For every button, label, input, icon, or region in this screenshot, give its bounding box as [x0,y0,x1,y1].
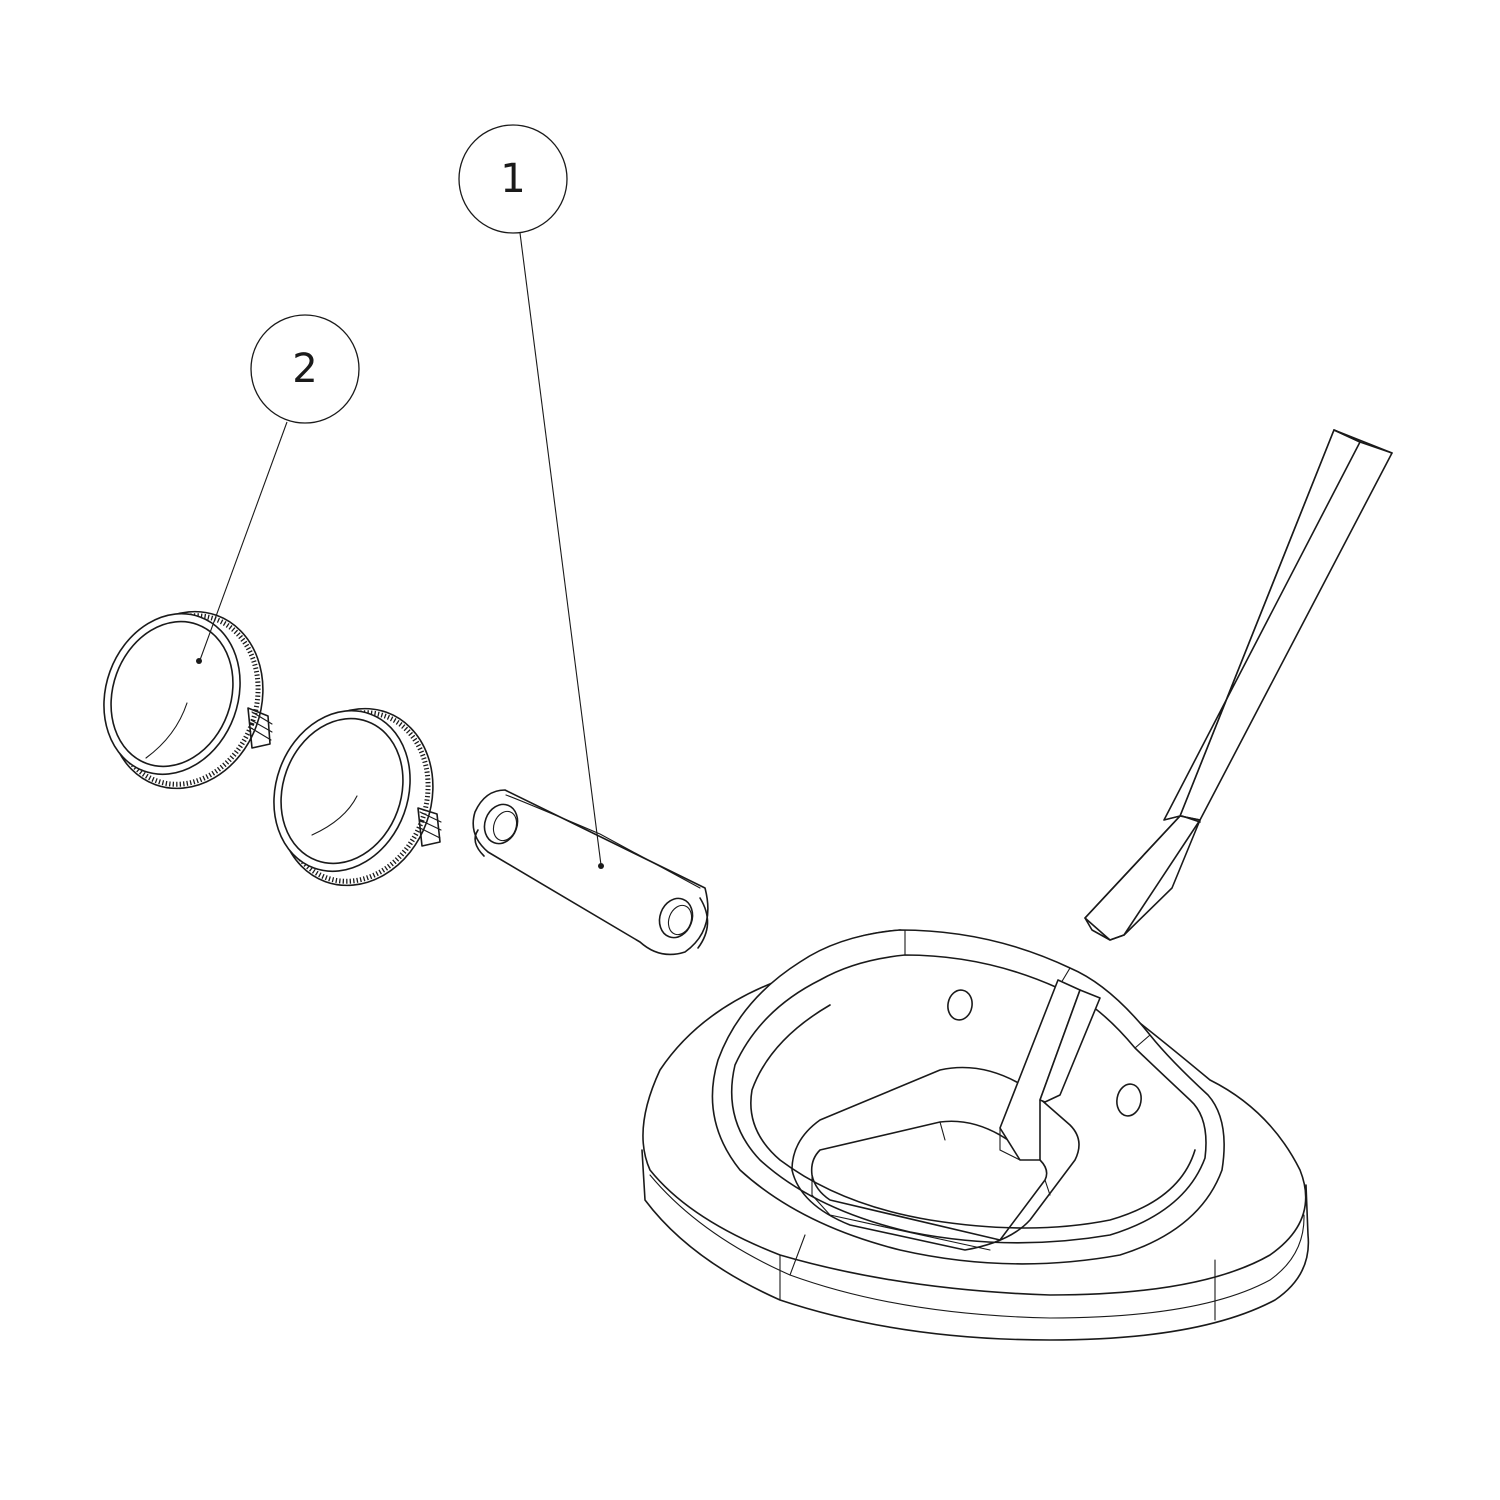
square-pin [1084,429,1393,941]
base-mount [641,929,1310,1341]
leader-line-1 [519,232,604,869]
callout-balloon-1: 1 [458,124,568,234]
leader-line-2 [196,421,288,664]
link-bar [472,789,709,956]
thumb-screw-left [103,610,273,790]
callout-balloon-2: 2 [250,314,360,424]
callout-label-2: 2 [292,346,317,392]
thumb-screw-right [273,707,442,887]
callout-label-1: 1 [500,156,525,202]
